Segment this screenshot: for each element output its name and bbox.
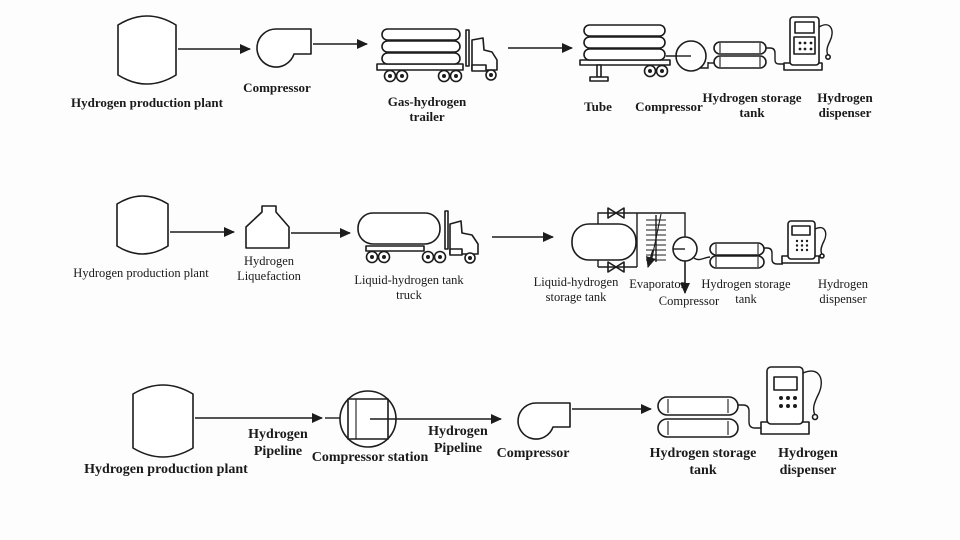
dispenser-hose <box>814 226 827 255</box>
pipe <box>766 47 787 65</box>
label-compressor: Compressor <box>496 446 570 461</box>
dispenser-hose <box>818 24 833 56</box>
label-compressor-station: Compressor station <box>311 450 429 465</box>
label-pointer-arrow <box>646 249 656 268</box>
label-storage-tank: Hydrogen storage tank <box>649 446 757 478</box>
label-dispenser: Hydrogen dispenser <box>818 277 868 306</box>
label-tube: Tube <box>584 99 612 114</box>
label-dispenser: Hydrogen dispenser <box>778 446 838 478</box>
label-plant: Hydrogen production plant <box>84 462 248 477</box>
dispenser-hose <box>802 370 822 416</box>
gas-hydrogen-trailer-icon <box>376 28 498 83</box>
compressor-station-icon <box>325 390 502 448</box>
label-dispenser: Hydrogen dispenser <box>817 90 873 121</box>
hydrogen-dispenser-icon <box>760 366 822 435</box>
hydrogen-storage-tank-icon <box>713 41 767 69</box>
compressor-icon <box>666 40 714 72</box>
pipe <box>764 247 783 265</box>
hydrogen-storage-tank-icon <box>657 396 739 438</box>
label-pipeline: Hydrogen Pipeline <box>428 424 488 456</box>
hydrogen-dispenser-icon <box>781 220 827 264</box>
tube-trailer-icon <box>579 24 671 82</box>
compressor-icon <box>517 402 571 440</box>
label-compressor: Compressor <box>243 80 311 95</box>
label-plant: Hydrogen production plant <box>71 95 223 110</box>
hydrogen-storage-tank-icon <box>709 242 765 269</box>
production-plant-icon <box>117 15 177 85</box>
compressor-icon <box>672 236 711 294</box>
label-storage-tank: Hydrogen storage tank <box>702 90 802 121</box>
label-lh2-storage-tank: Liquid-hydrogen storage tank <box>533 275 619 304</box>
row2-liquid-pathway <box>116 195 827 294</box>
row1-gas-pathway <box>117 15 833 85</box>
compressor-icon <box>256 28 312 68</box>
label-pipeline: Hydrogen Pipeline <box>248 427 308 459</box>
pipe <box>738 404 762 429</box>
label-plant: Hydrogen production plant <box>73 266 209 280</box>
evaporator-icon <box>646 213 666 268</box>
label-tank-truck: Liquid-hydrogen tank truck <box>354 273 464 302</box>
production-plant-icon <box>116 195 169 255</box>
valve-icon <box>607 207 625 219</box>
label-storage-tank: Hydrogen storage tank <box>701 277 791 306</box>
label-compressor: Compressor <box>658 294 720 308</box>
production-plant-icon <box>132 384 194 458</box>
label-gas-trailer: Gas-hydrogen trailer <box>387 94 467 125</box>
liquid-hydrogen-storage-tank-icon <box>571 207 686 273</box>
label-liquefaction: Hydrogen Liquefaction <box>237 254 301 283</box>
liquid-hydrogen-tank-truck-icon <box>357 210 479 264</box>
liquefaction-icon <box>245 205 290 249</box>
label-evaporator: Evaporator <box>629 277 685 291</box>
hydrogen-dispenser-icon <box>783 16 833 71</box>
row3-pipeline-pathway <box>132 366 822 458</box>
label-compressor: Compressor <box>635 99 703 114</box>
valve-icon <box>607 261 625 273</box>
